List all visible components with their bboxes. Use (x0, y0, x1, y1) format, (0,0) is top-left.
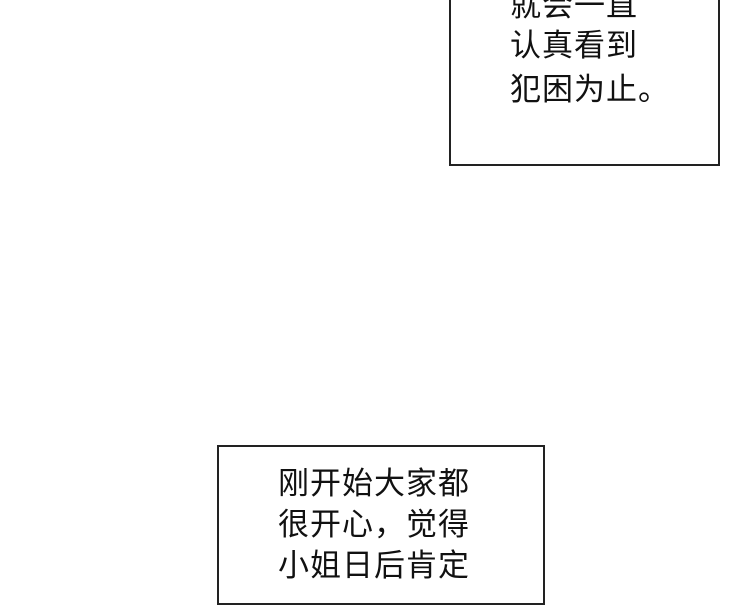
caption-line: 小姐日后肯定 (278, 548, 470, 584)
caption-line: 刚开始大家都 (278, 466, 470, 502)
caption-line: 犯困为止。 (510, 72, 670, 108)
caption-line: 认真看到 (510, 28, 638, 64)
caption-box-top: 就会一直 认真看到 犯困为止。 (449, 0, 720, 166)
caption-box-bottom: 刚开始大家都 很开心，觉得 小姐日后肯定 (217, 445, 545, 605)
caption-line: 就会一直 (510, 0, 638, 24)
caption-line: 很开心，觉得 (278, 507, 470, 543)
